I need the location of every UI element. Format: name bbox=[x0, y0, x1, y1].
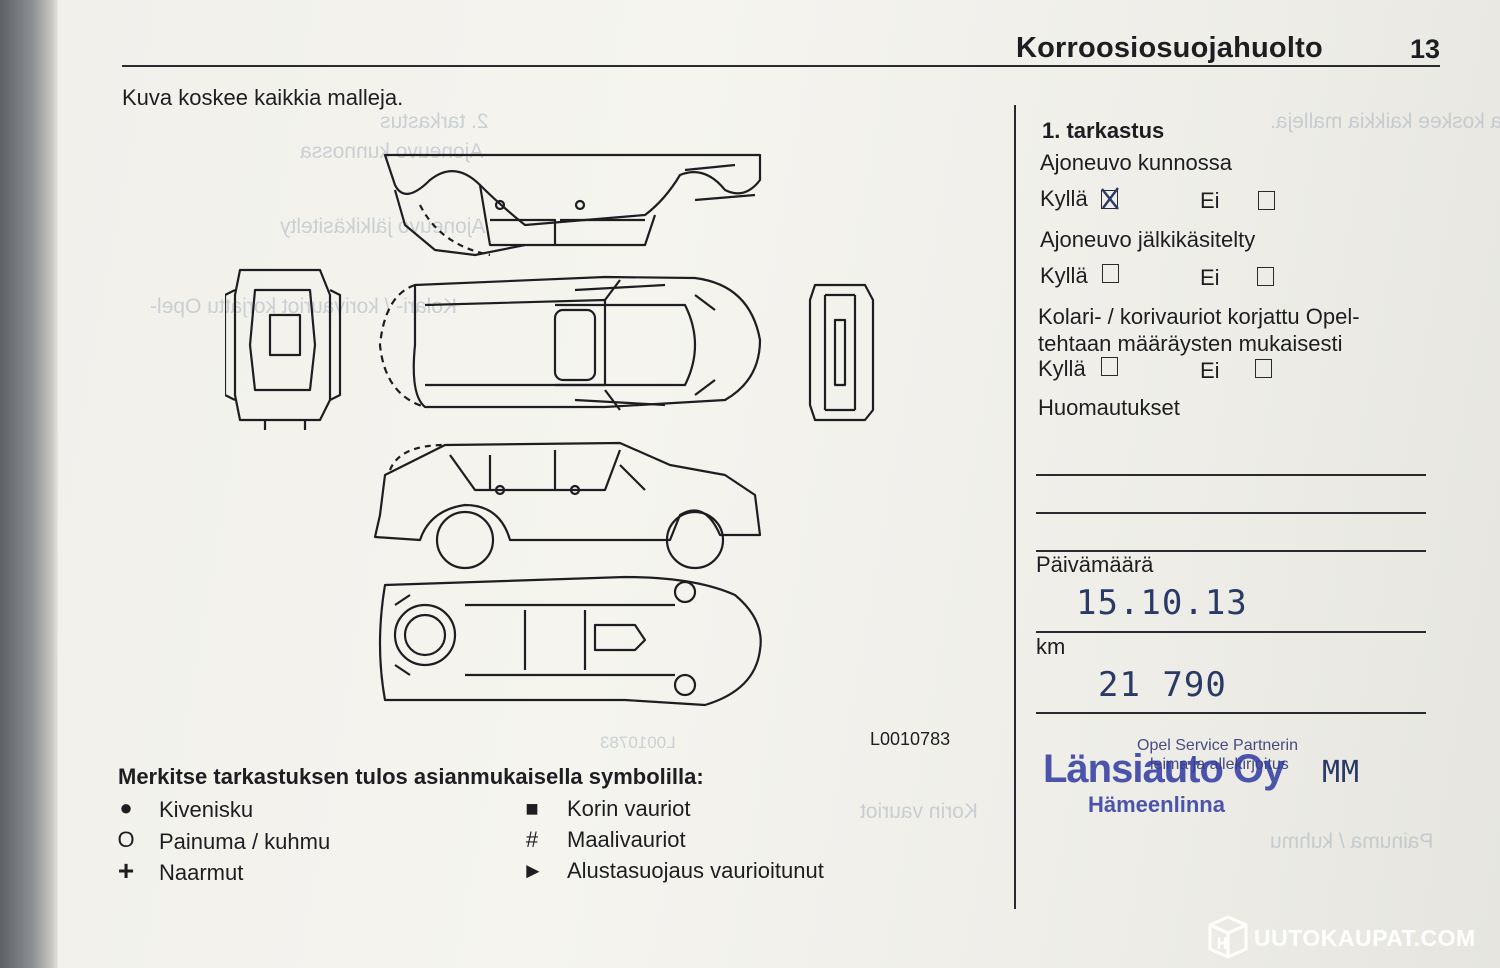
question-label: Kolari- / korivauriot korjattu Opel- bbox=[1038, 304, 1360, 329]
yes-label: Kyllä bbox=[1040, 186, 1088, 211]
no-label: Ei bbox=[1200, 188, 1220, 213]
remarks-line bbox=[1036, 550, 1426, 552]
no-label: Ei bbox=[1200, 358, 1220, 383]
book-binding bbox=[0, 0, 58, 968]
km-label: km bbox=[1036, 634, 1066, 659]
no-checkbox[interactable] bbox=[1258, 191, 1275, 210]
filled-dot-icon: ● bbox=[119, 795, 133, 820]
inspection-title: 1. tarkastus bbox=[1042, 118, 1165, 143]
legend-heading: Merkitse tarkastuksen tulos asianmukaise… bbox=[118, 764, 704, 789]
legend-label: Maalivauriot bbox=[567, 827, 686, 852]
hash-icon: # bbox=[525, 827, 539, 852]
yes-checkbox[interactable] bbox=[1101, 357, 1118, 376]
filled-square-icon: ■ bbox=[525, 796, 539, 821]
no-checkbox[interactable] bbox=[1255, 359, 1272, 378]
stamp-caption: leima ja allekirjoitus bbox=[1150, 756, 1289, 773]
car-side-view bbox=[373, 441, 762, 570]
diagram-code: L0010783 bbox=[870, 729, 951, 749]
car-top-view bbox=[378, 275, 762, 411]
bleed-through-text: L0010783 bbox=[600, 733, 676, 752]
car-rear-view bbox=[225, 268, 342, 430]
intro-text: Kuva koskee kaikkia malleja. bbox=[122, 85, 404, 110]
column-divider bbox=[1014, 105, 1016, 909]
car-diagram bbox=[225, 153, 875, 707]
legend-label: Kivenisku bbox=[159, 797, 254, 822]
no-checkbox[interactable] bbox=[1257, 267, 1274, 286]
legend-label: Korin vauriot bbox=[567, 796, 691, 821]
yes-label: Kyllä bbox=[1038, 356, 1086, 381]
date-line bbox=[1036, 631, 1426, 633]
date-label: Päivämäärä bbox=[1036, 552, 1154, 577]
plus-icon: + bbox=[117, 855, 135, 886]
box-logo-icon bbox=[1208, 915, 1248, 959]
remarks-line bbox=[1036, 512, 1426, 514]
circle-icon: O bbox=[117, 827, 135, 852]
bleed-through-text: 2. tarkastus bbox=[380, 110, 489, 133]
dealer-stamp-city: Hämeenlinna bbox=[1088, 792, 1225, 817]
bleed-through-text: Kuva koskee kaikkia malleja. bbox=[1270, 110, 1500, 133]
site-watermark[interactable]: UUTOKAUPAT.COM bbox=[1206, 913, 1496, 963]
header-rule bbox=[122, 65, 1440, 67]
no-label: Ei bbox=[1200, 265, 1220, 290]
watermark-text: UUTOKAUPAT.COM bbox=[1254, 925, 1476, 951]
page-title: Korroosiosuojahuolto bbox=[1016, 32, 1323, 64]
question-label: tehtaan määräysten mukaisesti bbox=[1038, 331, 1343, 356]
km-line bbox=[1036, 712, 1426, 714]
legend-label: Alustasuojaus vaurioitunut bbox=[567, 858, 824, 883]
bleed-through-text: Painuma / kuhmu bbox=[1270, 830, 1434, 853]
page-number: 13 bbox=[1410, 34, 1441, 64]
yes-checkbox[interactable] bbox=[1101, 187, 1119, 210]
legend-label: Painuma / kuhmu bbox=[159, 829, 331, 854]
manual-page bbox=[58, 0, 1500, 968]
stamp-caption: Opel Service Partnerin bbox=[1137, 737, 1298, 754]
car-side-view-inverted bbox=[383, 153, 762, 257]
km-value: 21 790 bbox=[1098, 665, 1227, 705]
date-value: 15.10.13 bbox=[1076, 583, 1248, 623]
triangle-right-icon: ► bbox=[522, 858, 544, 883]
question-label: Ajoneuvo kunnossa bbox=[1040, 150, 1233, 175]
car-front-view bbox=[808, 283, 875, 422]
question-label: Ajoneuvo jälkikäsitelty bbox=[1040, 227, 1256, 252]
check-x-icon bbox=[1101, 187, 1119, 210]
yes-checkbox[interactable] bbox=[1102, 264, 1119, 283]
bleed-through-text: Korin vauriot bbox=[860, 800, 978, 823]
legend-label: Naarmut bbox=[159, 860, 244, 885]
dealer-stamp: Länsiauto Oy bbox=[1043, 747, 1285, 791]
remarks-line bbox=[1036, 474, 1426, 476]
yes-label: Kyllä bbox=[1040, 263, 1088, 288]
car-underbody-view bbox=[378, 575, 762, 707]
remarks-label: Huomautukset bbox=[1038, 395, 1180, 420]
signature-initials: MM bbox=[1322, 755, 1361, 790]
